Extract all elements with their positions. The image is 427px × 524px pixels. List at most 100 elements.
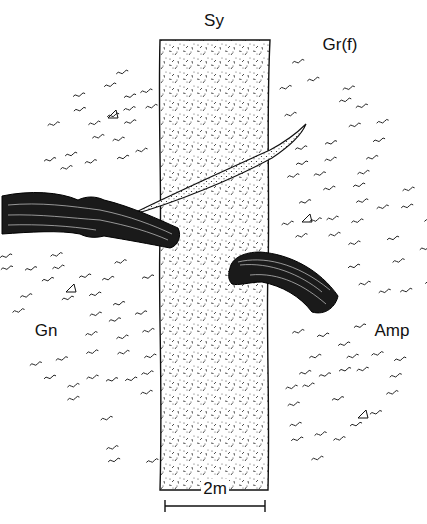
gneiss-foliation — [142, 275, 154, 279]
gneiss-foliation — [400, 288, 412, 292]
gneiss-foliation — [136, 148, 148, 152]
gneiss-foliation — [366, 155, 378, 159]
gneiss-foliation — [141, 371, 153, 375]
gneiss-foliation — [356, 104, 368, 108]
rock-label: Gr(f) — [321, 35, 360, 54]
gneiss-foliation — [125, 377, 137, 381]
gneiss-foliation — [357, 367, 369, 371]
gneiss-foliation — [108, 458, 120, 462]
gneiss-foliation — [348, 241, 360, 245]
gneiss-foliation — [124, 120, 136, 124]
gneiss-foliation — [348, 264, 360, 268]
rock-label: Amp — [373, 321, 412, 340]
gneiss-foliation — [347, 354, 359, 358]
gneiss-foliation — [144, 354, 156, 358]
gneiss-foliation — [332, 397, 344, 401]
gneiss-foliation — [350, 422, 362, 426]
gneiss-foliation — [113, 301, 125, 305]
gneiss-foliation — [48, 122, 60, 126]
gneiss-foliation — [377, 205, 389, 209]
gneiss-foliation — [386, 391, 398, 395]
gneiss-foliation — [60, 166, 72, 170]
gneiss-foliation — [44, 157, 56, 161]
gneiss-foliation — [113, 137, 125, 141]
gneiss-foliation — [52, 265, 64, 269]
gneiss-foliation — [117, 155, 129, 159]
gneiss-foliation — [106, 446, 118, 450]
gneiss-foliation — [44, 375, 56, 379]
gneiss-foliation — [51, 253, 63, 257]
gneiss-foliation — [74, 107, 86, 111]
gneiss-foliation — [327, 216, 339, 220]
gneiss-foliation — [292, 329, 304, 333]
gneiss-foliation — [325, 157, 337, 161]
gneiss-foliation — [0, 254, 12, 258]
gneiss-foliation — [338, 342, 350, 346]
gneiss-foliation — [1, 266, 13, 270]
gneiss-foliation — [67, 396, 79, 400]
gneiss-foliation — [135, 311, 147, 315]
gneiss-foliation — [325, 141, 337, 145]
gneiss-foliation — [288, 402, 300, 406]
gneiss-foliation — [109, 318, 121, 322]
gneiss-foliation — [394, 357, 406, 361]
gneiss-foliation — [317, 333, 329, 337]
gneiss-foliation — [115, 260, 127, 264]
gneiss-foliation — [140, 89, 152, 93]
gneiss-foliation — [141, 390, 153, 394]
gneiss-foliation — [373, 138, 385, 142]
gneiss-foliation — [20, 294, 32, 298]
gneiss-foliation — [280, 85, 292, 89]
gneiss-foliation — [424, 218, 427, 222]
gneiss-foliation — [359, 281, 371, 285]
scale-bar — [165, 500, 265, 512]
gneiss-foliation — [425, 280, 427, 284]
gneiss-foliation — [299, 370, 311, 374]
gneiss-foliation — [286, 385, 298, 389]
gneiss-foliation — [333, 437, 345, 441]
gneiss-foliation — [124, 94, 136, 98]
gneiss-foliation — [86, 350, 98, 354]
gneiss-foliation — [88, 121, 100, 125]
gneiss-foliation — [387, 236, 399, 240]
gneiss-foliation — [315, 432, 327, 436]
gneiss-foliation — [282, 221, 294, 225]
gneiss-foliation — [319, 373, 331, 377]
gneiss-foliation — [295, 146, 307, 150]
gneiss-foliation — [102, 276, 114, 280]
gneiss-foliation — [401, 204, 413, 208]
gneiss-foliation — [343, 86, 355, 90]
gneiss-foliation — [309, 354, 321, 358]
gneiss-foliation — [65, 152, 77, 156]
gneiss-foliation — [323, 186, 335, 190]
gneiss-foliation — [116, 335, 128, 339]
strike-dip-symbol — [66, 284, 76, 292]
gneiss-foliation — [30, 362, 42, 366]
gneiss-foliation — [372, 352, 384, 356]
gneiss-foliation — [142, 328, 154, 332]
amphibolite-foliation — [8, 204, 330, 304]
scale-label: 2m — [201, 479, 229, 498]
gneiss-foliation — [357, 170, 369, 174]
gneiss-foliation — [290, 422, 302, 426]
gneiss-foliation — [287, 174, 299, 178]
gneiss-foliation — [285, 112, 297, 116]
rock-label: Sy — [202, 11, 226, 30]
granite-vein — [128, 124, 306, 216]
gneiss-foliation — [116, 70, 128, 74]
gneiss-foliation — [329, 232, 341, 236]
gneiss-foliation — [101, 416, 113, 420]
gneiss-foliation — [85, 160, 97, 164]
gneiss-foliation — [353, 183, 365, 187]
gneiss-foliation — [339, 367, 351, 371]
gneiss-foliation — [146, 459, 158, 463]
gneiss-foliation — [339, 98, 351, 102]
gneiss-foliation — [124, 107, 136, 111]
gneiss-foliation — [292, 59, 304, 63]
gneiss-foliation — [291, 437, 303, 441]
gneiss-foliation — [25, 267, 37, 271]
amphibolite-boudin — [2, 193, 180, 248]
strike-dip-symbol — [108, 110, 118, 118]
amphibolite-boudin — [229, 252, 338, 313]
